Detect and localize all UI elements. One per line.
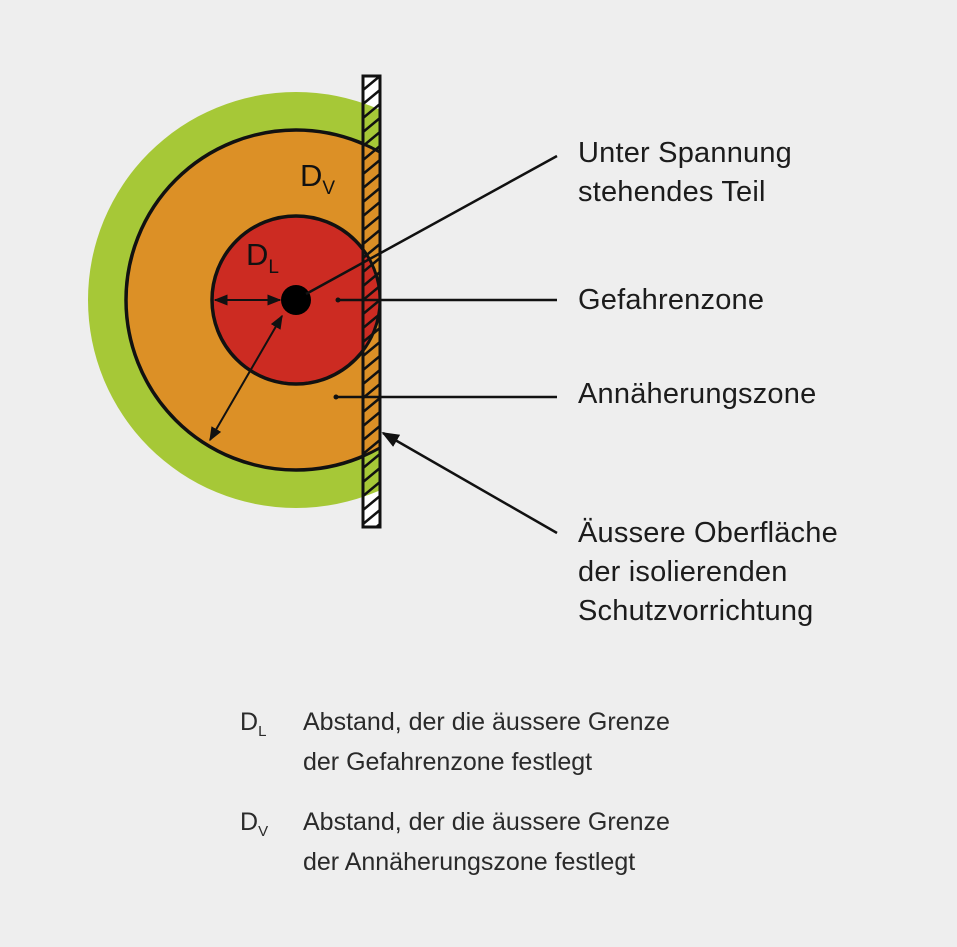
callout-danger-zone: Gefahrenzone <box>578 284 765 316</box>
live-part-dot <box>281 285 311 315</box>
legend-description: Abstand, der die äussere Grenze der Annä… <box>303 808 670 876</box>
leader-insulating-surface <box>381 431 558 535</box>
legend-symbol: DL <box>240 708 267 740</box>
callout-proximity-zone: Annäherungszone <box>578 378 817 410</box>
legend-symbol: DV <box>240 808 269 840</box>
callout-insulating-surface: Äussere Oberfläche der isolierenden Schu… <box>578 517 838 627</box>
dl-symbol: DL <box>246 237 279 278</box>
dv-dimension-arrow <box>209 314 283 442</box>
leader-live-part <box>305 154 558 296</box>
callout-live-part: Unter Spannung stehendes Teil <box>578 137 793 208</box>
legend-description: Abstand, der die äussere Grenze der Gefa… <box>303 708 670 776</box>
dv-symbol: DV <box>300 158 336 199</box>
insulating-barrier <box>361 74 382 529</box>
